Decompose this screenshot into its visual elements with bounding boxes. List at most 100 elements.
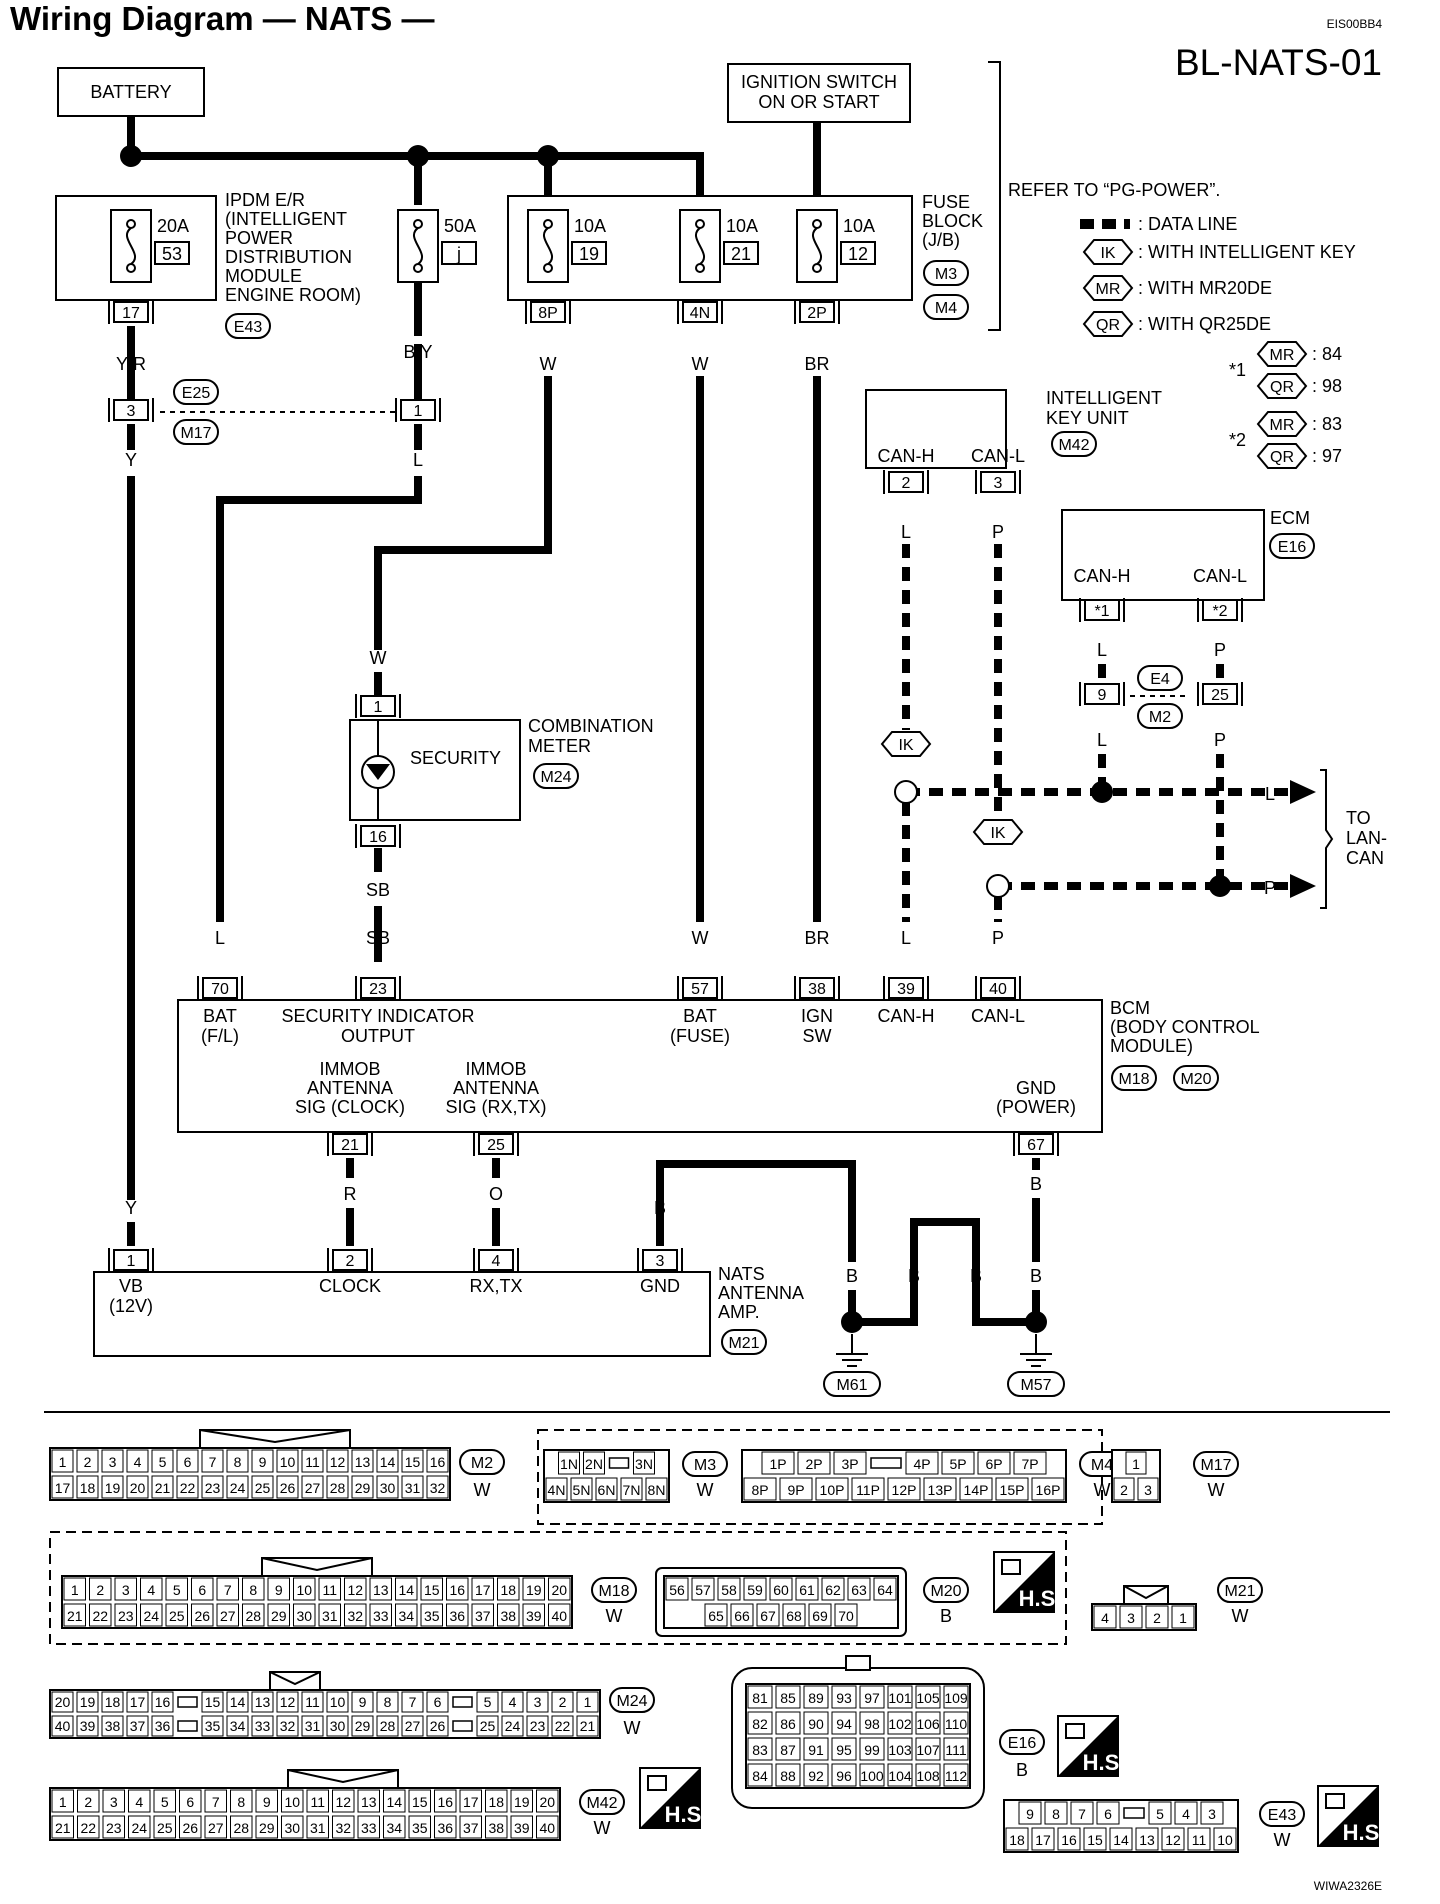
pin-bracket (794, 300, 840, 324)
pin-number: 21 (341, 1137, 359, 1154)
terminal-cell (1200, 1801, 1224, 1825)
terminal-cell (89, 1603, 112, 1627)
terminal-number: 10 (296, 1582, 312, 1598)
ikey-connector (1051, 431, 1097, 457)
ikey-label: INTELLIGENT (1046, 388, 1162, 408)
terminal-cell (633, 1451, 655, 1475)
terminal-cell (831, 1685, 857, 1709)
bcm-pin-label: CAN-L (971, 1006, 1025, 1026)
terminal-number: 84 (752, 1768, 768, 1784)
fuse-amp: 10A (843, 216, 875, 236)
legend-text: : WITH MR20DE (1138, 278, 1272, 298)
terminal-number: 16P (1036, 1482, 1061, 1498)
terminal-cell (831, 1737, 857, 1761)
terminal-number: 105 (916, 1690, 940, 1706)
terminal-number: 17 (55, 1480, 71, 1496)
lan-can-arrow (1290, 780, 1316, 804)
terminal-number: 10 (280, 1454, 296, 1470)
bcm-connector-m20 (1173, 1065, 1219, 1091)
terminal-cell (191, 1603, 214, 1627)
fuse-4 (796, 209, 876, 283)
terminal-cell (1109, 1827, 1133, 1851)
bcm-label: MODULE) (1110, 1036, 1193, 1056)
pin-nats (637, 1248, 683, 1272)
terminal-number: 5 (484, 1694, 492, 1710)
connector-id-oval (923, 1577, 969, 1603)
pin-bracket (883, 470, 929, 494)
terminal-cell (1018, 1801, 1042, 1825)
terminal-cell (51, 1691, 74, 1713)
option-code: IK (898, 737, 913, 754)
connector-key (452, 1696, 473, 1708)
terminal-cell (126, 1715, 149, 1737)
pin-bracket (1197, 682, 1243, 706)
terminal-number: 13 (373, 1582, 389, 1598)
wire-color: L (1097, 640, 1107, 660)
connector-id: E43 (234, 319, 263, 336)
terminal-cell (255, 1789, 278, 1813)
terminal-cell (420, 1577, 443, 1601)
terminal-cell (201, 1715, 224, 1737)
nats-pin-label: GND (640, 1276, 680, 1296)
pin-number: 25 (1211, 687, 1229, 704)
terminal-cell (551, 1715, 574, 1737)
can-l-junction (1209, 875, 1231, 897)
connector-m4 (741, 1449, 1067, 1503)
pin-number: 3 (127, 403, 136, 420)
hs-label: H.S. (1019, 1586, 1062, 1611)
pin-number: 4 (492, 1253, 501, 1270)
connector-m3 (543, 1449, 670, 1503)
pin-box (682, 977, 718, 999)
battery-label: BATTERY (90, 82, 171, 102)
terminal-cell (847, 1577, 871, 1601)
terminal-cell (943, 1737, 969, 1761)
terminal-number: 4 (147, 1582, 155, 1598)
doc-code: EIS00BB4 (1327, 17, 1383, 31)
terminal-cell (76, 1449, 99, 1473)
connector-color: W (1232, 1606, 1249, 1626)
terminal-cell (747, 1737, 773, 1761)
terminal-number: 110 (945, 1716, 968, 1732)
terminal-number: 4 (1101, 1610, 1109, 1626)
pin-bracket (355, 694, 401, 718)
wire-color: P (992, 522, 1004, 542)
terminal-number: 2P (805, 1456, 822, 1472)
hs-icon (1001, 1559, 1021, 1575)
bcm-label: BCM (1110, 998, 1150, 1018)
fuse-block-label: BLOCK (922, 211, 983, 231)
connector-id: E16 (1008, 1735, 1037, 1752)
connector-id: M3 (935, 266, 957, 283)
option-code: IK (990, 825, 1005, 842)
terminal-number: 94 (836, 1716, 852, 1732)
terminal-number: 58 (721, 1582, 737, 1598)
terminal-number: 1 (71, 1582, 79, 1598)
terminal-number: 88 (780, 1768, 796, 1784)
terminal-cell (395, 1603, 418, 1627)
terminal-number: 7 (409, 1694, 417, 1710)
wire-color: W (692, 928, 709, 948)
connector-id: M61 (836, 1377, 867, 1394)
terminal-cell (77, 1815, 100, 1839)
terminal-cell (351, 1715, 374, 1737)
harness-symbol (639, 1767, 701, 1829)
terminal-number: 92 (808, 1768, 824, 1784)
ipdm-label: DISTRIBUTION (225, 247, 352, 267)
terminal-number: 4 (134, 1454, 142, 1470)
note-tag (1256, 341, 1308, 367)
terminal-number: 9 (259, 1454, 267, 1470)
pin-box (1202, 683, 1238, 705)
terminal-cell (1148, 1801, 1172, 1825)
terminal-cell (915, 1685, 941, 1709)
pin-bracket (355, 976, 401, 1000)
pin-number: 16 (369, 829, 387, 846)
terminal-number: 38 (105, 1718, 121, 1734)
terminal-cell (476, 1691, 499, 1713)
terminal-cell (717, 1577, 741, 1601)
terminal-cell (101, 1449, 124, 1473)
fuse-number: 53 (162, 244, 182, 264)
terminal-number: 11 (322, 1582, 337, 1598)
pin-number: 2 (346, 1253, 355, 1270)
terminal-cell (859, 1737, 885, 1761)
terminal-cell (426, 1449, 449, 1473)
connector-color: B (940, 1606, 952, 1626)
